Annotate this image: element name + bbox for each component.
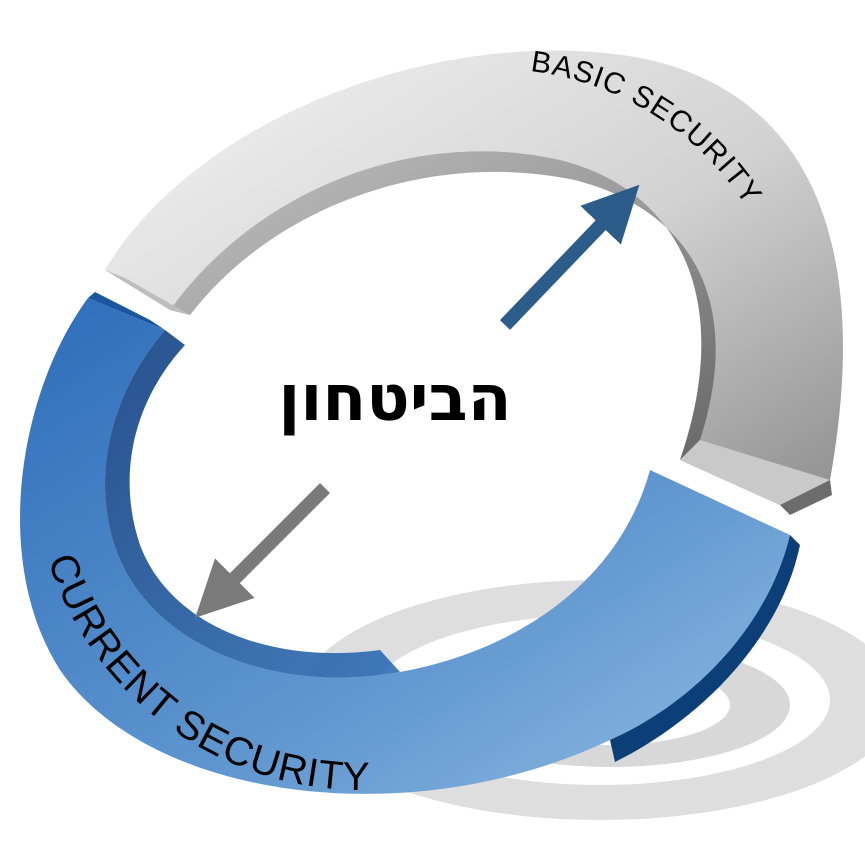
current-security-segment: [20, 292, 800, 794]
arrow-to-current-icon: [195, 483, 330, 618]
arrow-to-basic-icon: [499, 184, 640, 330]
basic-security-segment: [105, 50, 843, 515]
center-title: הביטחון: [278, 362, 511, 436]
